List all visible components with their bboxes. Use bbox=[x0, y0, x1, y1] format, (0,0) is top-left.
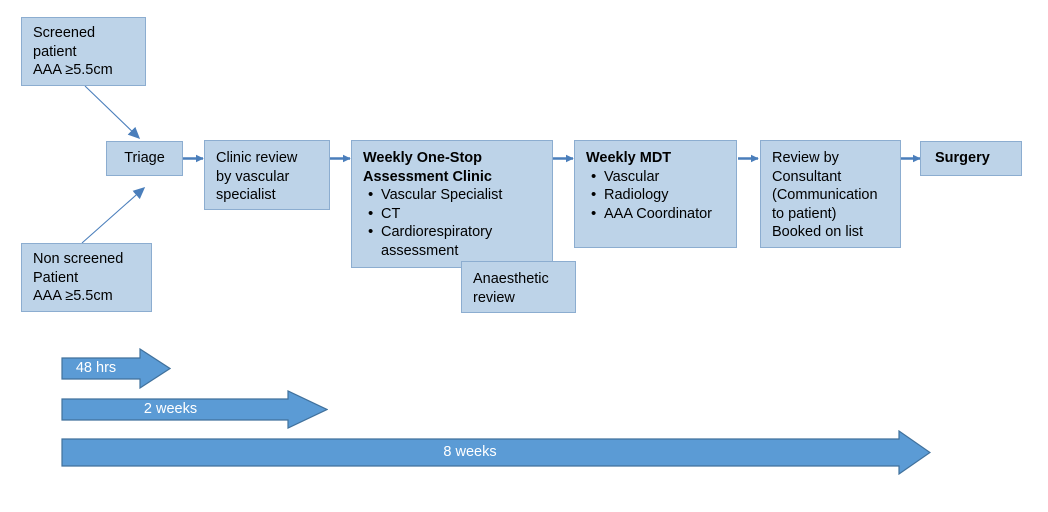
one-stop-clinic-bullet-1: Vascular Specialist bbox=[368, 185, 543, 205]
node-clinic-review[interactable]: Clinic review by vascular specialist bbox=[204, 140, 330, 210]
clinic-review-line-2: by vascular bbox=[216, 168, 290, 185]
one-stop-clinic-bullet-3: Cardiorespiratory assessment bbox=[368, 222, 543, 260]
non-screened-patient-line-1: Non screened bbox=[33, 251, 124, 267]
weekly-mdt-bullet-3: AAA Coordinator bbox=[591, 204, 727, 224]
consultant-review-line-5: Booked on list bbox=[772, 224, 864, 241]
consultant-review-line-1: Review by bbox=[772, 150, 839, 166]
timeline-arrow-48-hrs-shape bbox=[61, 348, 171, 389]
weekly-mdt-bullet-list: Vascular Radiology AAA Coordinator bbox=[586, 167, 727, 224]
one-stop-clinic-title-line-2: Assessment Clinic bbox=[363, 168, 492, 185]
arrow-screened-to-triage bbox=[84, 85, 141, 140]
screened-patient-line-2: patient bbox=[33, 43, 77, 60]
node-consultant-review[interactable]: Review by Consultant (Communication to p… bbox=[760, 140, 901, 248]
node-weekly-mdt[interactable]: Weekly MDT Vascular Radiology AAA Coordi… bbox=[574, 140, 737, 248]
triage-label: Triage bbox=[124, 150, 165, 167]
clinic-review-line-3: specialist bbox=[216, 187, 276, 204]
timeline-arrow-48-hrs[interactable]: 48 hrs bbox=[61, 348, 171, 389]
non-screened-patient-line-2: Patient bbox=[33, 269, 79, 286]
one-stop-clinic-bullet-list: Vascular Specialist CT Cardiorespiratory… bbox=[363, 185, 543, 260]
node-non-screened-patient[interactable]: Non screened Patient AAA ≥5.5cm bbox=[21, 243, 152, 312]
screened-patient-line-1: Screened bbox=[33, 25, 96, 41]
surgery-label: Surgery bbox=[935, 150, 990, 167]
non-screened-patient-line-3: AAA ≥5.5cm bbox=[33, 288, 113, 305]
weekly-mdt-bullet-1: Vascular bbox=[591, 167, 727, 187]
one-stop-clinic-bullet-2: CT bbox=[368, 204, 543, 224]
timeline-arrow-2-weeks[interactable]: 2 weeks bbox=[61, 390, 328, 429]
node-anaesthetic-review[interactable]: Anaesthetic review bbox=[461, 261, 576, 313]
timeline-arrow-48-hrs-label: 48 hrs bbox=[75, 360, 117, 377]
timeline-arrow-2-weeks-shape bbox=[61, 390, 328, 429]
timeline-arrow-8-weeks-shape bbox=[61, 430, 931, 475]
consultant-review-line-4: to patient) bbox=[772, 205, 837, 222]
consultant-review-line-3: (Communication bbox=[772, 187, 878, 204]
node-surgery[interactable]: Surgery bbox=[920, 141, 1022, 176]
node-triage[interactable]: Triage bbox=[106, 141, 183, 176]
consultant-review-line-2: Consultant bbox=[772, 168, 842, 185]
timeline-arrow-2-weeks-label: 2 weeks bbox=[143, 401, 198, 418]
timeline-arrow-8-weeks-label: 8 weeks bbox=[443, 444, 497, 461]
anaesthetic-review-line-1: Anaesthetic bbox=[473, 271, 549, 287]
weekly-mdt-title: Weekly MDT bbox=[586, 150, 672, 166]
one-stop-clinic-title-line-1: Weekly One-Stop bbox=[363, 150, 482, 166]
node-screened-patient[interactable]: Screened patient AAA ≥5.5cm bbox=[21, 17, 146, 86]
screened-patient-line-3: AAA ≥5.5cm bbox=[33, 62, 113, 79]
clinic-review-line-1: Clinic review bbox=[216, 150, 298, 166]
weekly-mdt-bullet-2: Radiology bbox=[591, 185, 727, 205]
anaesthetic-review-line-2: review bbox=[473, 289, 515, 306]
timeline-arrow-8-weeks[interactable]: 8 weeks bbox=[61, 430, 931, 475]
node-one-stop-clinic[interactable]: Weekly One-Stop Assessment Clinic Vascul… bbox=[351, 140, 553, 268]
arrow-nonscreened-to-triage bbox=[81, 187, 146, 244]
